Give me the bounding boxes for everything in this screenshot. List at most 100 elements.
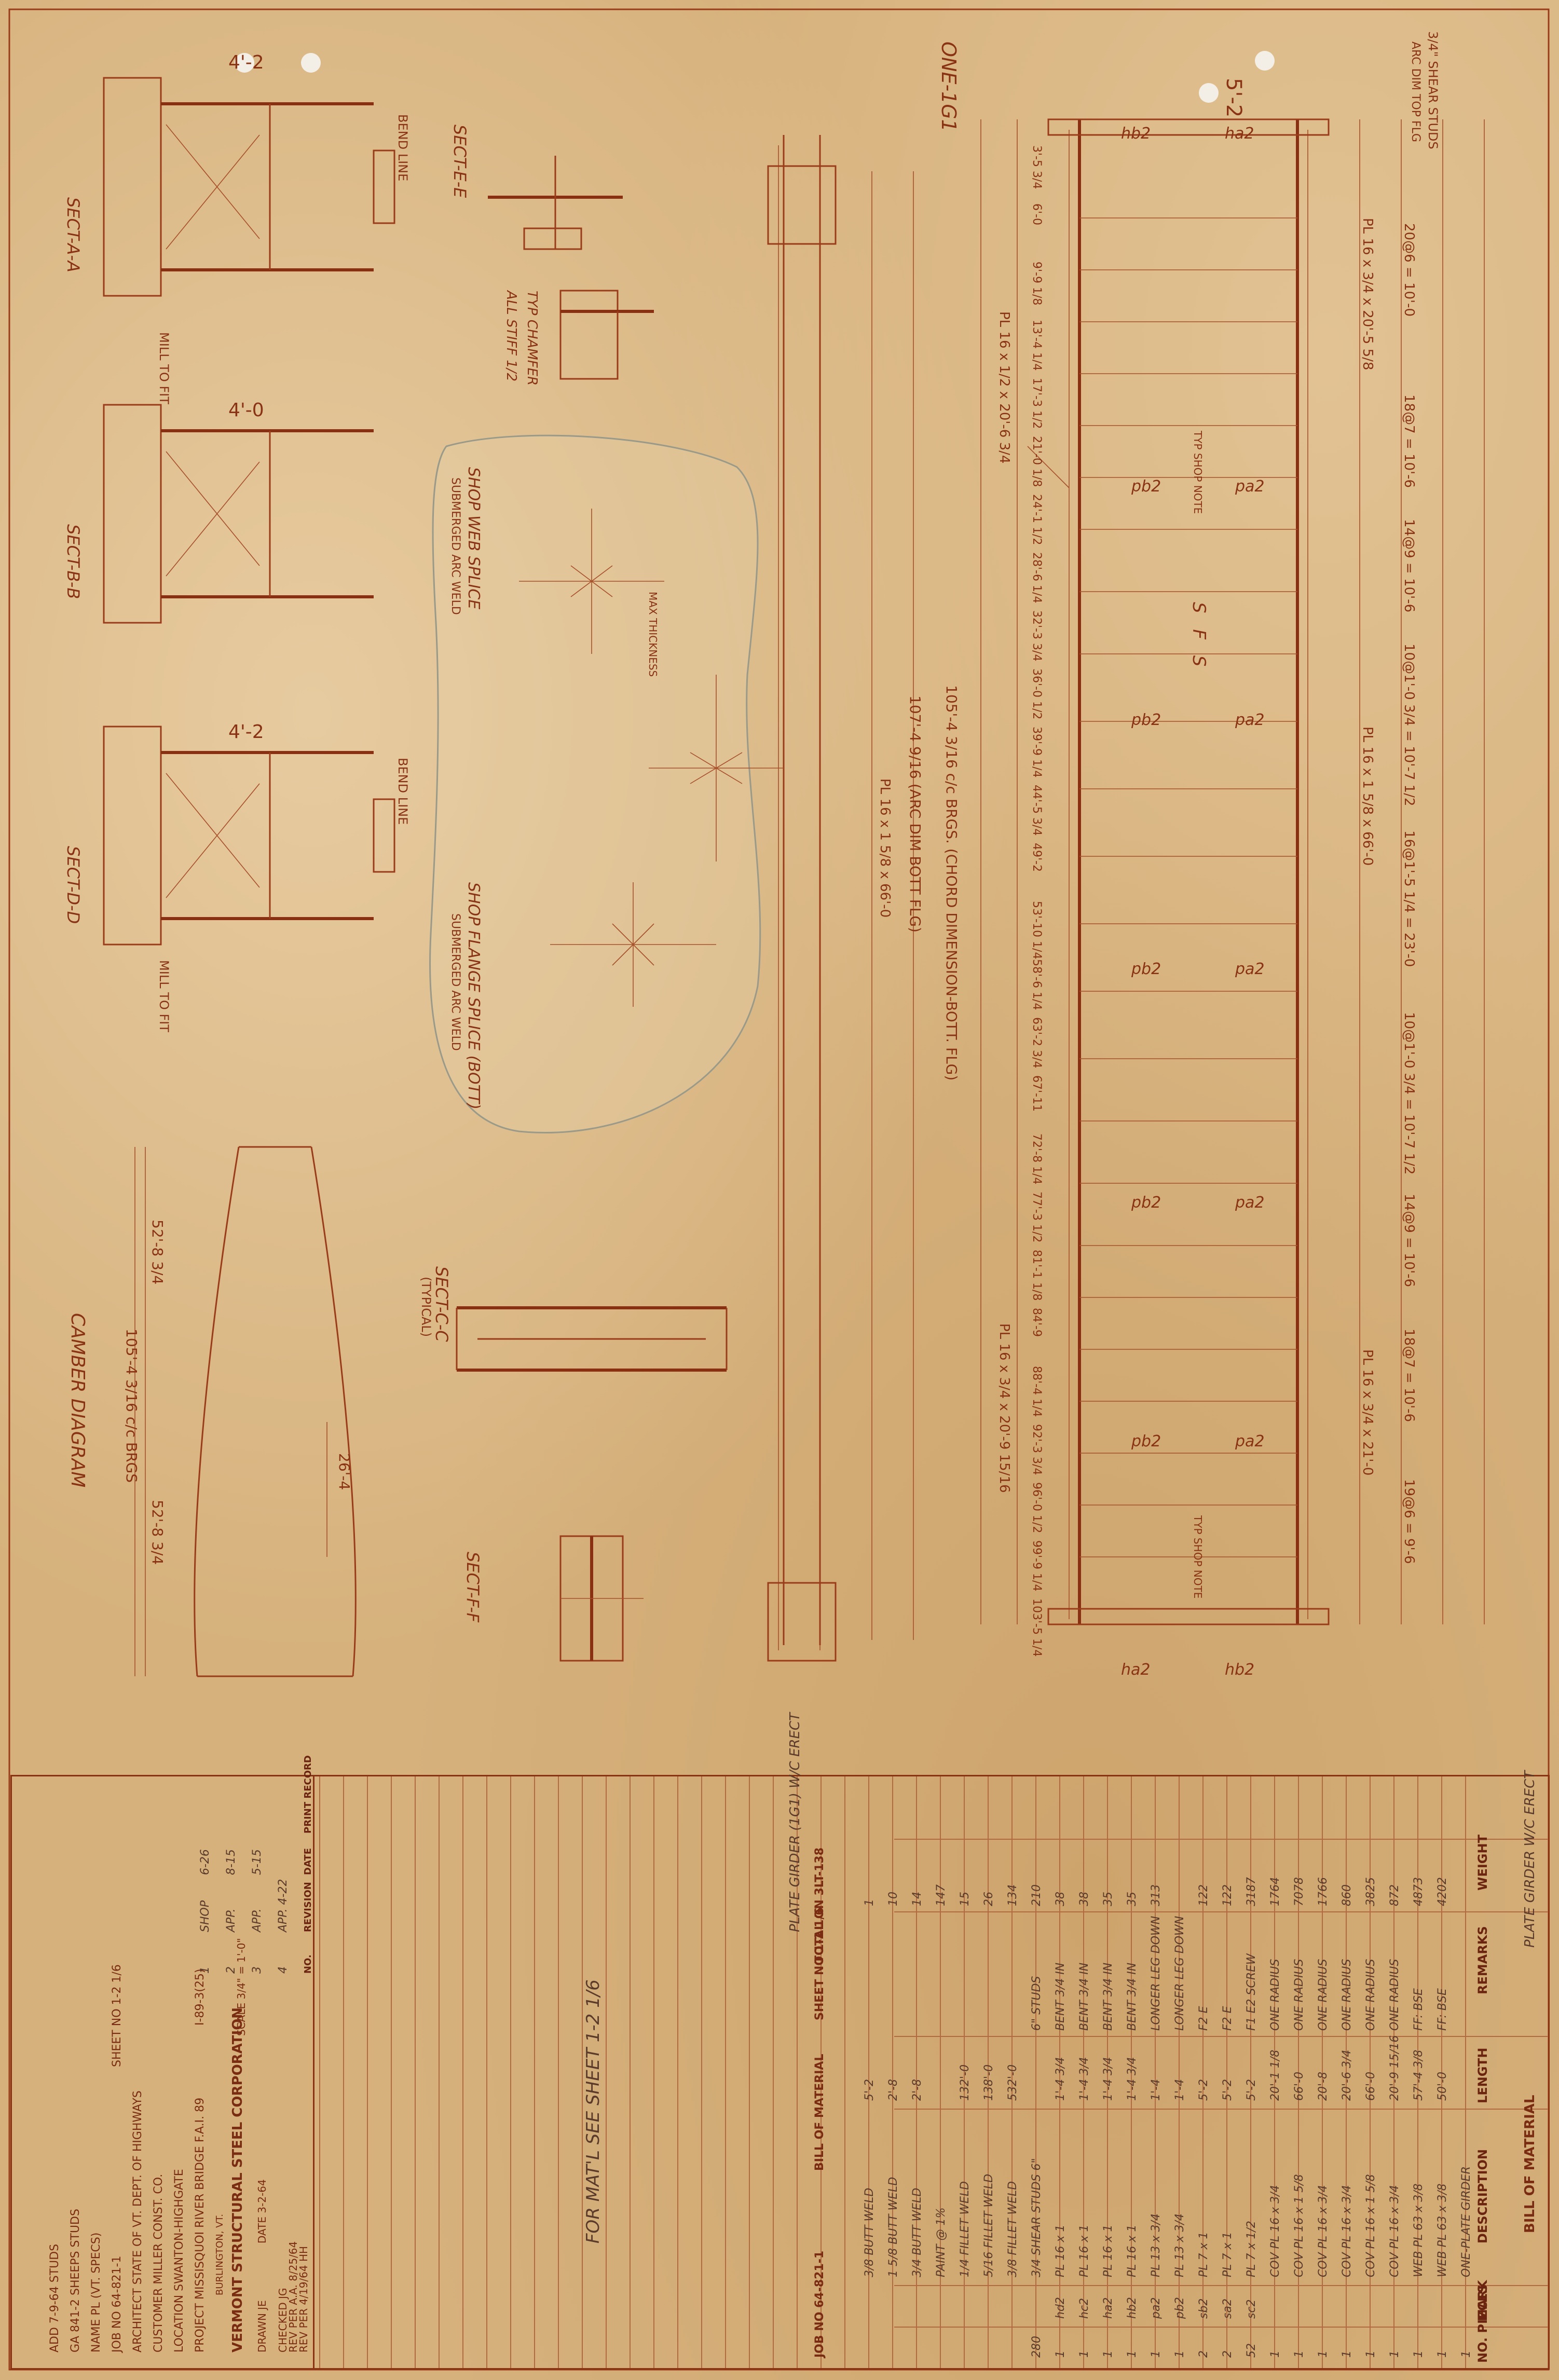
bom-job-no: JOB NO 64-821-1: [813, 2250, 826, 2358]
bom-cell-description: COV PL 16 x 3/4: [1317, 2185, 1330, 2277]
grid-line: [1107, 1776, 1108, 2368]
arc-dim-bottom: 107'-4 9/16 (ARC DIM BOTT FLG): [907, 695, 924, 933]
bom-cell-weight: 14: [911, 1892, 924, 1906]
station-dim: 103'-5 1/4: [1030, 1598, 1043, 1657]
grid-line: [606, 1776, 607, 2368]
revision-cell: APP.: [225, 1908, 238, 1932]
grid-line: [1441, 1776, 1442, 2368]
bom-header: MARK: [1475, 2280, 1490, 2321]
grid-line: [916, 1776, 917, 2368]
station-dim: 88'-4 1/4: [1030, 1366, 1043, 1417]
revision-cell: 8-15: [225, 1849, 238, 1875]
bottom-flange-plate-2: PL 16 x 1 5/8 x 66'-0: [877, 778, 893, 918]
bom-cell-remark: F2 E: [1197, 2006, 1210, 2031]
stiffener-spacing: 18@7 = 10'-6: [1401, 394, 1417, 488]
bom-cell-remark: FF: BSE: [1436, 1988, 1449, 2031]
grid-line: [1393, 1776, 1394, 2368]
bom-cell-description: PL 7 x 1: [1197, 2232, 1210, 2277]
bom-cell-no: 2: [1197, 2350, 1210, 2358]
submerged-arc-note: SUBMERGED ARC WELD: [449, 477, 462, 615]
bom-cell-remark: LONGER LEG DOWN: [1173, 1916, 1186, 2031]
piece-mark: pa2: [1235, 711, 1265, 729]
piece-mark: ha2: [1121, 1661, 1151, 1679]
station-dim: 44'-5 3/4: [1030, 785, 1043, 836]
bom-cell-mark: ha2: [1102, 2297, 1115, 2319]
station-dim: 81'-1 1/8: [1030, 1250, 1043, 1301]
bend-line-note: BEND LINE: [395, 114, 410, 182]
bom-cell-mark: hb2: [1126, 2297, 1139, 2319]
bom-cell-weight: 38: [1054, 1892, 1067, 1906]
grid-line: [1155, 1776, 1156, 2368]
bom-cell-no: 1: [1293, 2350, 1306, 2358]
section-label-b: SECT-B-B: [63, 524, 83, 599]
bom-cell-weight: 122: [1221, 1884, 1234, 1906]
bom-cell-length: 1'-4 3/4: [1054, 2057, 1067, 2101]
grid-line: [1179, 1776, 1180, 2368]
bom-cell-weight: 10: [887, 1892, 900, 1906]
bom-cell-length: 5'-2: [1197, 2079, 1210, 2101]
girder-note: PLATE GIRDER (1G1) W/C ERECT: [787, 1713, 803, 1932]
piece-mark: hb2: [1121, 125, 1151, 143]
customer-name: CUSTOMER MILLER CONST. CO.: [152, 2173, 165, 2352]
bom-cell-weight: 1764: [1269, 1877, 1282, 1906]
punch-hole: [1199, 83, 1219, 103]
title-sheet-no: SHEET NO 1-2 1/6: [111, 1964, 124, 2067]
drawing-date: DATE 3-2-64: [256, 2179, 268, 2244]
grid-line: [1226, 1776, 1227, 2368]
bom-cell-description: PL 16 x 1: [1126, 2224, 1139, 2277]
grid-line: [725, 1776, 726, 2368]
bom-cell-remark: ONE RADIUS: [1269, 1959, 1282, 2031]
company-city: BURLINGTON, VT.: [214, 2213, 225, 2295]
camber-diagram-label: CAMBER DIAGRAM: [67, 1313, 88, 1488]
station-dim: 58'-6 1/4: [1030, 959, 1043, 1010]
section-label-c: SECT-C-C: [432, 1266, 452, 1342]
bom-cell-weight: 35: [1126, 1892, 1139, 1906]
revision-cell: 4: [277, 1966, 290, 1974]
bom-cell-description: WEB PL 63 x 3/8: [1412, 2183, 1425, 2277]
stiffener-spacing: 10@1'-0 3/4 = 10'-7 1/2: [1401, 1012, 1417, 1175]
bom-cell-no: 1: [1269, 2350, 1282, 2358]
bom-cell-length: 1'-4: [1150, 2079, 1163, 2101]
bom-cell-no: 1: [1364, 2350, 1377, 2358]
max-thickness-note: MAX THICKNESS: [647, 592, 659, 677]
station-dim: 49'-2: [1030, 843, 1043, 872]
bom-cell-length: 20'-8: [1317, 2072, 1330, 2101]
typ-shop-note: TYP SHOP NOTE: [1192, 431, 1204, 514]
bom-cell-length: 66'-0: [1293, 2072, 1306, 2101]
bom-cell-remark: F1 E2 SCREW: [1245, 1953, 1258, 2031]
bom-cell-description: PAINT @ 1%: [935, 2207, 948, 2278]
stiffener-spacing: 10@1'-0 3/4 = 10'-7 1/2: [1401, 644, 1417, 806]
bom-cell-remark: BENT 3/4 IN: [1078, 1962, 1091, 2031]
camber-dim-105: 105'-4 3/16 c/c BRGS: [123, 1329, 140, 1483]
station-dim: 9'-9 1/8: [1030, 262, 1043, 306]
bom-cell-length: 132'-0: [959, 2064, 972, 2101]
grid-line: [1322, 1776, 1323, 2368]
grid-line: [1011, 1776, 1013, 2368]
shop-flange-splice-label: SHOP FLANGE SPLICE (BOTT): [464, 882, 483, 1110]
camber-dim-26: 26'-4: [336, 1453, 353, 1490]
bom-cell-length: 50'-0: [1436, 2072, 1449, 2101]
grid-line: [1059, 1776, 1060, 2368]
bom-cell-description: PL 13 x 3/4: [1173, 2213, 1186, 2277]
typ-chamfer-note: TYP CHAMFER: [524, 291, 540, 386]
bom-cell-weight: 860: [1341, 1884, 1353, 1906]
grid-line: [892, 1776, 893, 2368]
grid-line: [1083, 1776, 1084, 2368]
revision-cell: 6-26: [199, 1849, 212, 1875]
bom-cell-length: 5'-2: [863, 2079, 876, 2101]
piece-mark: pb2: [1131, 1194, 1161, 1212]
bom-cell-no: 1: [1341, 2350, 1353, 2358]
grid-line: [988, 1776, 989, 2368]
bom-cell-remark: ONE RADIUS: [1293, 1959, 1306, 2031]
bom-cell-no: 1: [1078, 2350, 1091, 2358]
section-label-a: SECT-A-A: [63, 197, 83, 272]
bom-cell-weight: 38: [1078, 1892, 1091, 1906]
piece-mark: pb2: [1131, 477, 1161, 496]
bom-cell-no: 52: [1245, 2343, 1258, 2358]
grid-line: [894, 1839, 1548, 1840]
bom-cell-length: 1'-4 3/4: [1102, 2057, 1115, 2101]
station-dim: 72'-8 1/4: [1030, 1133, 1043, 1185]
bom-cell-remark: F2 E: [1221, 2006, 1234, 2031]
